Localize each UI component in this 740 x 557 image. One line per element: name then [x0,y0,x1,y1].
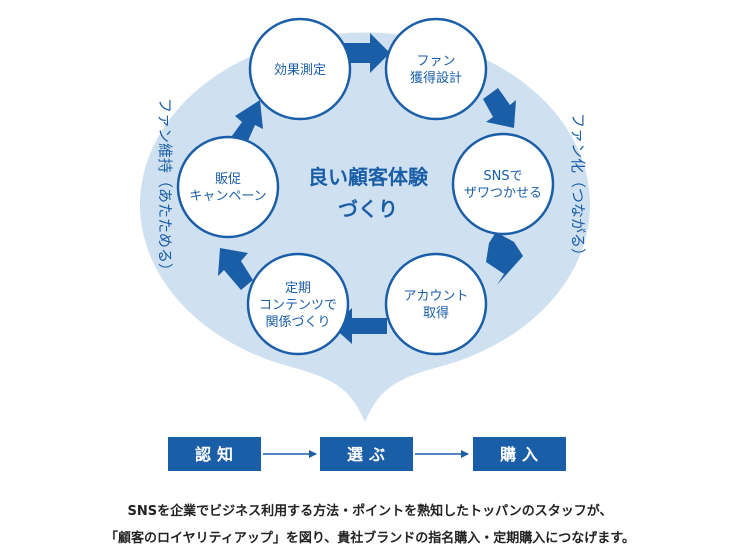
node-label-line2: ザワつかせる [464,186,542,201]
stage-label-awareness: 認知 [195,445,239,464]
left-side-label: ファン維持（あたためる） [156,98,174,278]
cycle-arrow-3 [486,232,523,285]
center-title-line2: づくり [338,197,398,221]
caption-line2: 「顧客のロイヤリティアップ」を図り、貴社ブランドの指名購入・定期購入につなげます… [104,531,635,546]
node-label-line2: 獲得設計 [410,70,462,86]
cycle-node-account-acquisition: アカウント 取得 [384,252,488,356]
node-label-line2: キャンペーン [189,189,266,204]
stage-flow: 認知 選ぶ 購入 [168,437,566,471]
node-label-line3: 関係づくり [265,315,330,330]
right-side-label: ファン化（つながる） [569,113,587,263]
cycle-node-regular-content: 定期 コンテンツで 関係づくり [246,252,350,356]
node-label: 効果測定 [274,63,326,78]
cycle-node-promotion-campaign: 販促 キャンペーン [176,135,280,239]
cycle-node-sns-buzz: SNSで ザワつかせる [451,132,555,236]
cycle-arrow-2 [483,88,516,128]
caption-line1: SNSを企業でビジネス利用する方法・ポイントを熟知したトッパンのスタッフが、 [127,504,613,519]
node-label-line1: アカウント [403,289,468,304]
cycle-arrows [218,33,523,344]
node-label-line1: 定期 [285,281,311,296]
cycle-node-effect-measurement: 効果測定 [248,17,352,121]
stage-box-choose [320,437,413,471]
stage-box-purchase [473,437,566,471]
node-label-line1: ファン [416,54,455,69]
stage-label-choose: 選ぶ [347,445,391,464]
stage-label-purchase: 購入 [499,445,544,464]
node-label-line1: 販促 [215,172,241,187]
node-label-line2: 取得 [423,305,449,321]
center-title-line1: 良い顧客体験 [308,165,429,189]
node-label-line1: SNSで [483,169,522,184]
stage-box-awareness [168,437,261,471]
cycle-arrow-5 [218,248,253,290]
cycle-node-fan-acquisition: ファン 獲得設計 [384,17,488,121]
node-label-line2: コンテンツで [259,298,337,313]
